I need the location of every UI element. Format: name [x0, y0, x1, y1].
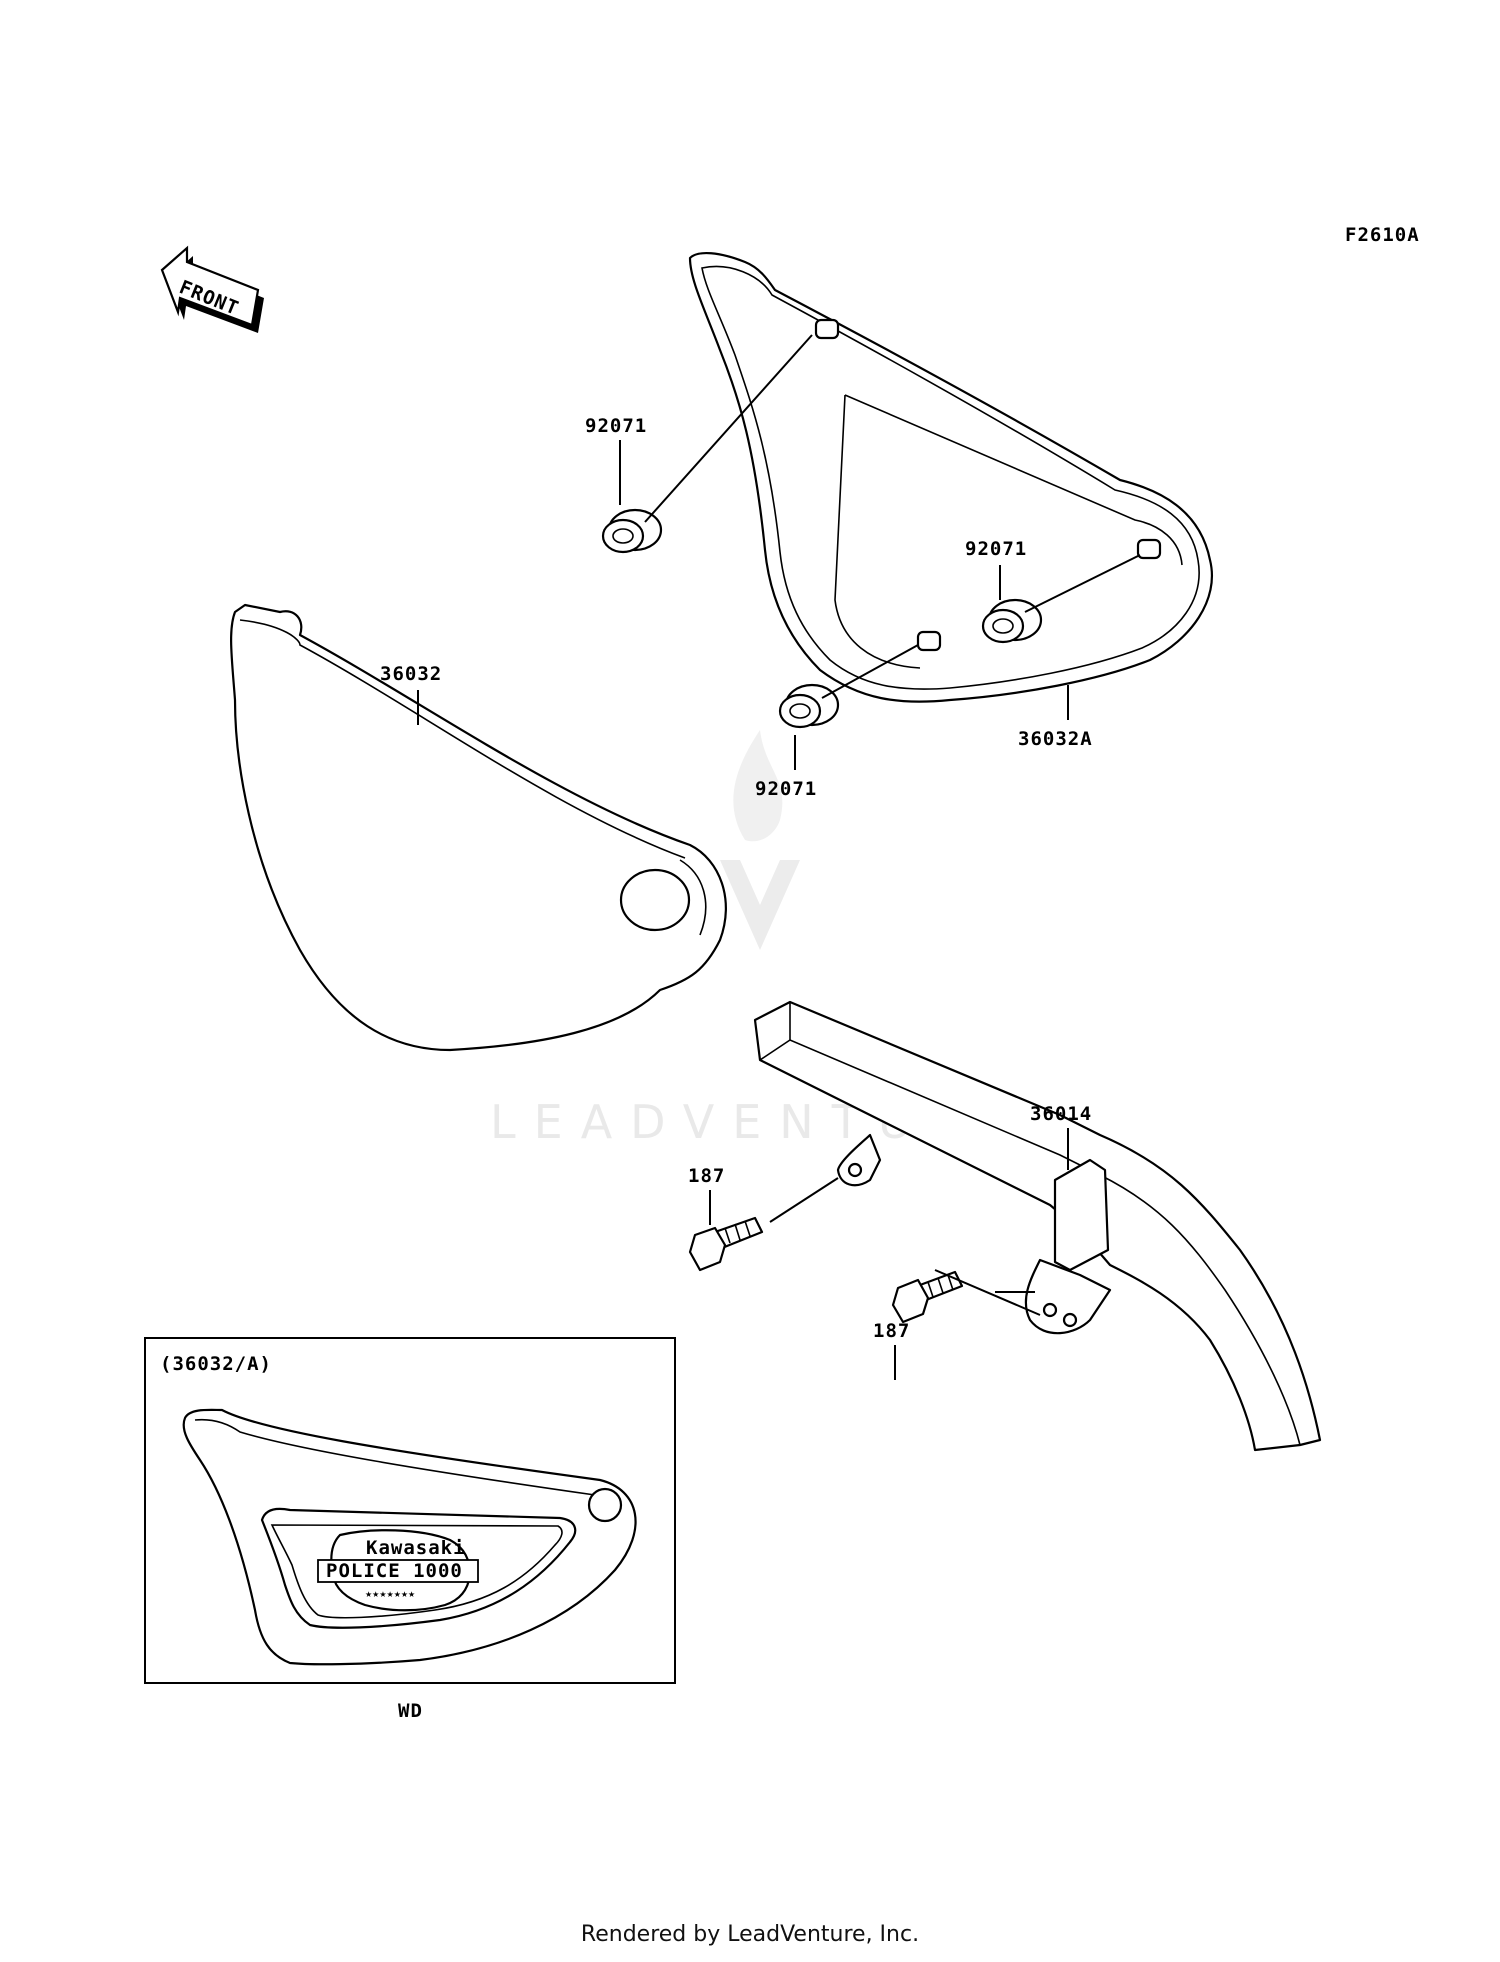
footer-credit: Rendered by LeadVenture, Inc.	[580, 1922, 920, 1947]
front-arrow-icon: FRONT	[160, 245, 264, 333]
emblem-stars: ★★★★★★★	[365, 1590, 415, 1599]
grommet-3	[778, 683, 840, 729]
label-grommet-1: 92071	[585, 415, 647, 437]
inset-caption: WD	[398, 1700, 423, 1722]
label-grommet-2: 92071	[965, 538, 1027, 560]
label-bolt-2: 187	[873, 1320, 910, 1342]
label-grommet-3: 92071	[755, 778, 817, 800]
emblem-model: POLICE 1000	[326, 1560, 463, 1582]
diagram-code: F2610A	[1345, 224, 1420, 246]
label-chain-case: 36014	[1030, 1103, 1092, 1125]
bolt-2	[891, 1270, 964, 1324]
bolt-1	[688, 1216, 764, 1272]
inset-box: (36032/A) Kawasaki POLICE 1000 ★★★★★★★	[144, 1337, 676, 1684]
chain-case	[753, 1000, 1322, 1452]
emblem-brand: Kawasaki	[366, 1537, 466, 1559]
label-cover-left: 36032	[380, 663, 442, 685]
label-cover-right: 36032A	[1018, 728, 1093, 750]
label-bolt-1: 187	[688, 1165, 725, 1187]
side-cover-left	[230, 603, 727, 1052]
grommet-1	[601, 508, 663, 554]
side-cover-right	[688, 252, 1213, 703]
inset-title: (36032/A)	[160, 1353, 272, 1375]
